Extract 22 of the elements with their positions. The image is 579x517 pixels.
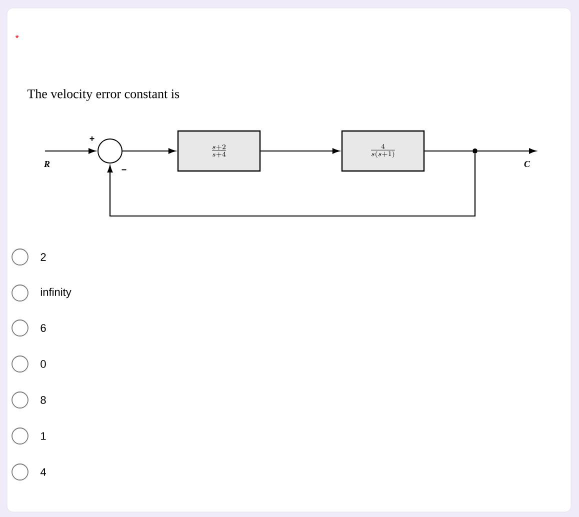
summing-junction — [98, 138, 122, 164]
transfer-block: $\frac{4}{s(s+1)}$ — [341, 130, 425, 172]
arrow — [107, 154, 476, 217]
option-text: 1 — [41, 432, 46, 440]
option-text: 0 — [40, 360, 46, 368]
option-text: 8 — [40, 396, 46, 404]
sign-label: − — [122, 169, 126, 170]
arrow — [260, 148, 340, 154]
option-text: 4 — [40, 468, 46, 476]
option-text: 2 — [40, 253, 46, 261]
arrow — [122, 148, 176, 154]
transfer-block: $\frac{s+2}{s+4}$ — [177, 130, 261, 172]
branch-point — [472, 148, 478, 154]
sign-label: + — [90, 136, 94, 141]
option-text: 6 — [40, 324, 46, 332]
arrow — [45, 148, 96, 154]
question-text: The velocity error constant is — [27, 89, 180, 101]
signal-label: C — [524, 160, 530, 168]
required-mark: * — [15, 34, 19, 38]
option-text: infinity — [40, 288, 72, 298]
signal-label: R — [44, 161, 50, 167]
arrow — [478, 148, 536, 154]
